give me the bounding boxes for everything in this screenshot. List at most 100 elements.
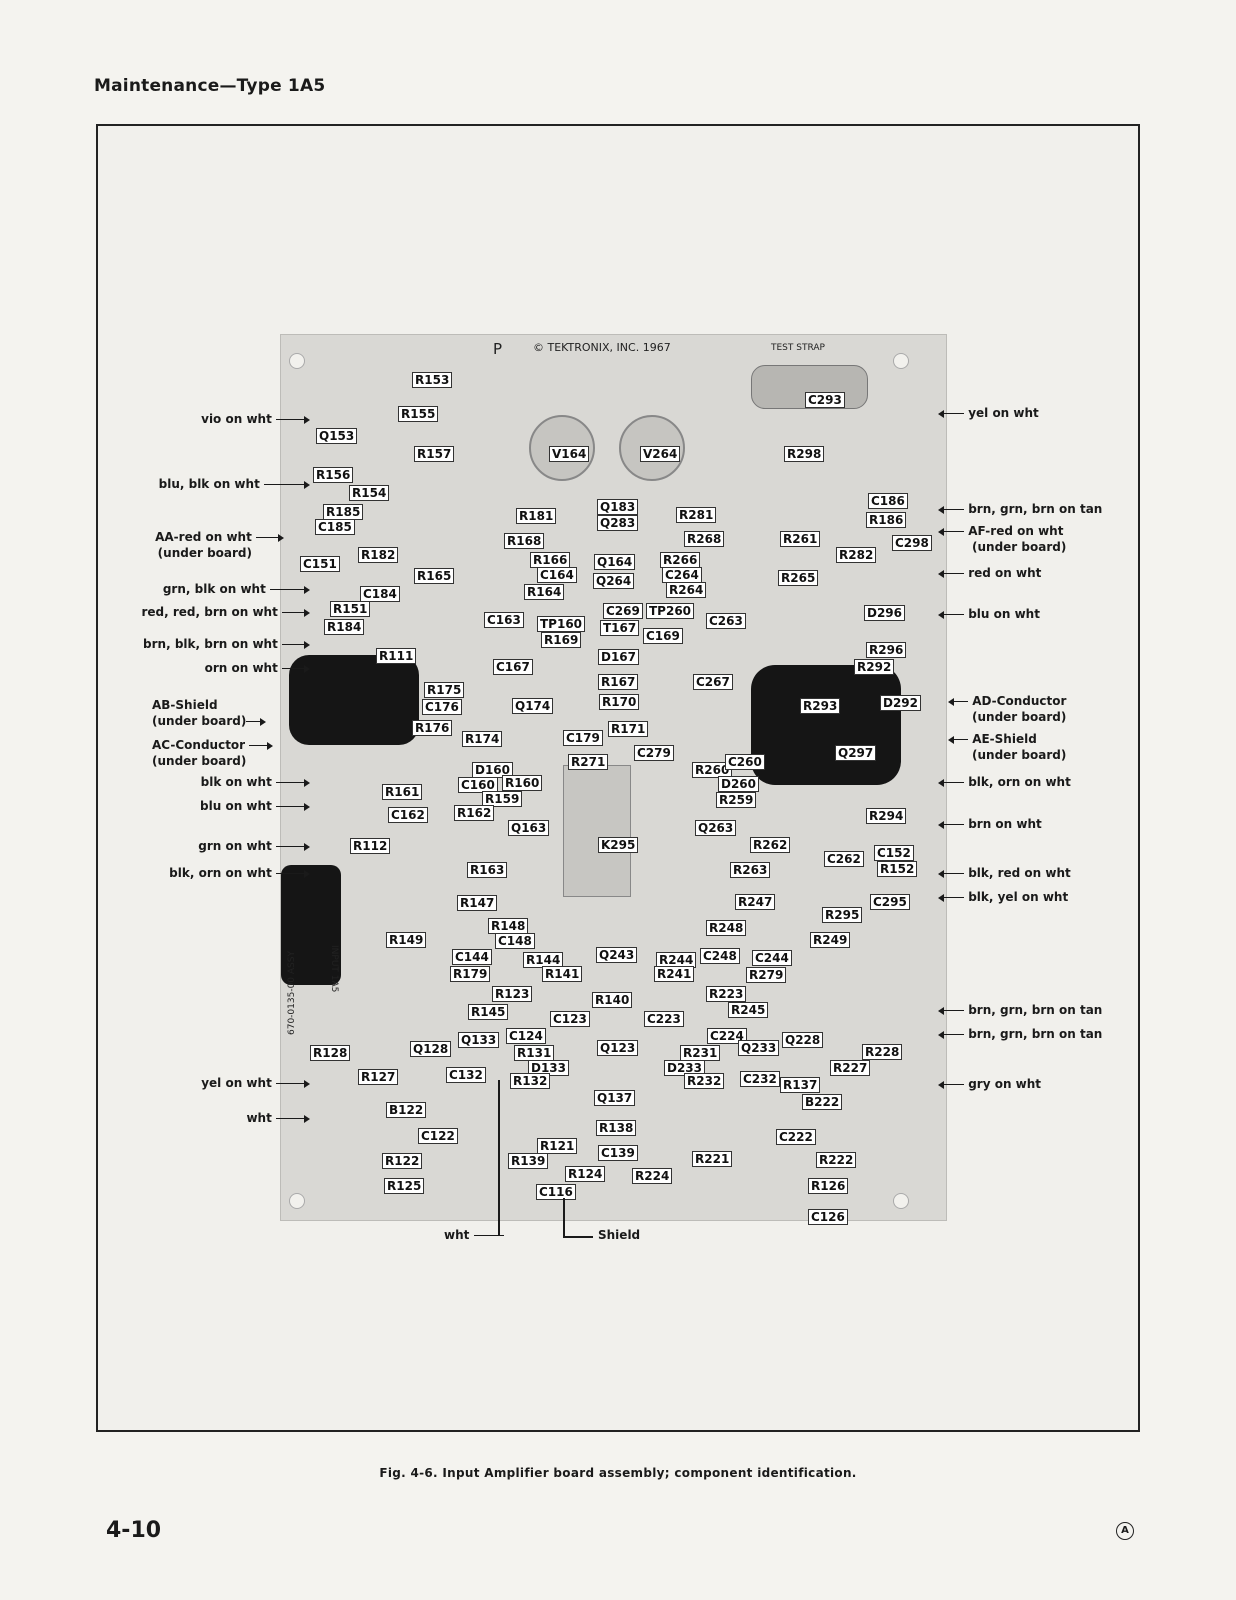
wire-label-right: blk, red on wht [938, 866, 1071, 880]
component-label-c123: C123 [550, 1011, 590, 1027]
wire-label-left: blu, blk on wht [100, 477, 310, 491]
component-label-r145: R145 [468, 1004, 509, 1020]
component-label-q128: Q128 [410, 1041, 452, 1057]
component-label-r186: R186 [866, 512, 907, 528]
component-label-r131: R131 [514, 1045, 555, 1061]
component-label-q297: Q297 [835, 745, 877, 761]
component-label-r151: R151 [330, 601, 371, 617]
component-label-c186: C186 [868, 493, 908, 509]
wire-label-left: blk on wht [140, 775, 310, 789]
component-label-q133: Q133 [458, 1032, 500, 1048]
component-label-q233: Q233 [738, 1040, 780, 1056]
component-label-c126: C126 [808, 1209, 848, 1225]
wire-label-left: yel on wht [140, 1076, 310, 1090]
component-label-q283: Q283 [597, 515, 639, 531]
wire-label-left: blk, orn on wht [120, 866, 310, 880]
component-label-r170: R170 [599, 694, 640, 710]
component-label-v264: V264 [640, 446, 681, 462]
component-label-r184: R184 [324, 619, 365, 635]
wire-label-left: (under board) [152, 754, 247, 768]
component-label-r127: R127 [358, 1069, 399, 1085]
component-label-q137: Q137 [594, 1090, 636, 1106]
component-label-r164: R164 [524, 584, 565, 600]
component-label-r247: R247 [735, 894, 776, 910]
component-label-c160: C160 [458, 777, 498, 793]
component-label-c151: C151 [300, 556, 340, 572]
wire-label-right: blk, orn on wht [938, 775, 1071, 789]
component-label-c293: C293 [805, 392, 845, 408]
wire-label-left: orn on wht [140, 661, 310, 675]
component-label-c244: C244 [752, 950, 792, 966]
component-label-r153: R153 [412, 372, 453, 388]
test-strap-label: TEST STRAP [771, 343, 825, 353]
wire-label-right: blu on wht [938, 607, 1040, 621]
circuit-board-photo: P © TEKTRONIX, INC. 1967 TEST STRAP 670-… [280, 334, 947, 1221]
component-label-t167: T167 [600, 620, 640, 636]
component-label-c232: C232 [740, 1071, 780, 1087]
component-label-r259: R259 [716, 792, 757, 808]
component-label-b122: B122 [386, 1102, 427, 1118]
component-label-r271: R271 [568, 754, 609, 770]
component-label-r121: R121 [537, 1138, 578, 1154]
component-label-r147: R147 [457, 895, 498, 911]
component-label-r227: R227 [830, 1060, 871, 1076]
component-label-c260: C260 [725, 754, 765, 770]
component-label-c176: C176 [422, 699, 462, 715]
component-label-r261: R261 [780, 531, 821, 547]
revision-mark: A [1116, 1522, 1134, 1540]
wire-label-left: blu on wht [140, 799, 310, 813]
component-label-r156: R156 [313, 467, 354, 483]
component-label-q183: Q183 [597, 499, 639, 515]
component-label-r231: R231 [680, 1045, 721, 1061]
component-label-r262: R262 [750, 837, 791, 853]
component-label-r111: R111 [376, 648, 417, 664]
wire-label-bottom: Shield [598, 1228, 641, 1242]
component-label-c269: C269 [603, 603, 643, 619]
component-label-c116: C116 [536, 1184, 576, 1200]
component-label-d292: D292 [880, 695, 922, 711]
component-label-q264: Q264 [593, 573, 635, 589]
input-label: INPUT 1A5 [329, 945, 339, 993]
component-label-r181: R181 [516, 508, 557, 524]
component-label-r140: R140 [592, 992, 633, 1008]
component-label-c184: C184 [360, 586, 400, 602]
component-label-r148: R148 [488, 918, 529, 934]
component-label-c279: C279 [634, 745, 674, 761]
component-label-r166: R166 [530, 552, 571, 568]
component-label-r295: R295 [822, 907, 863, 923]
component-label-r264: R264 [666, 582, 707, 598]
component-label-r223: R223 [706, 986, 747, 1002]
component-label-r161: R161 [382, 784, 423, 800]
component-label-r128: R128 [310, 1045, 351, 1061]
component-label-r185: R185 [323, 504, 364, 520]
component-label-r298: R298 [784, 446, 825, 462]
component-label-r122: R122 [382, 1153, 423, 1169]
component-label-r249: R249 [810, 932, 851, 948]
figure-caption: Fig. 4-6. Input Amplifier board assembly… [379, 1466, 857, 1480]
component-label-d133: D133 [528, 1060, 570, 1076]
component-label-d296: D296 [864, 605, 906, 621]
component-label-r144: R144 [523, 952, 564, 968]
component-label-c185: C185 [315, 519, 355, 535]
component-label-r123: R123 [492, 986, 533, 1002]
component-label-r149: R149 [386, 932, 427, 948]
component-label-r169: R169 [541, 632, 582, 648]
component-label-v164: V164 [549, 446, 590, 462]
component-label-r137: R137 [780, 1077, 821, 1093]
component-label-q164: Q164 [594, 554, 636, 570]
component-label-r167: R167 [598, 674, 639, 690]
component-label-q163: Q163 [508, 820, 550, 836]
component-label-r155: R155 [398, 406, 439, 422]
wire-label-left: grn on wht [140, 839, 310, 853]
component-label-c132: C132 [446, 1067, 486, 1083]
wire-label-right: gry on wht [938, 1077, 1041, 1091]
component-label-c222: C222 [776, 1129, 816, 1145]
wire-label-bottom: wht [444, 1228, 504, 1242]
component-label-r171: R171 [608, 721, 649, 737]
wire-label-right: brn, grn, brn on tan [938, 502, 1102, 516]
component-label-r263: R263 [730, 862, 771, 878]
component-label-r138: R138 [596, 1120, 637, 1136]
component-label-c264: C264 [662, 567, 702, 583]
component-label-q263: Q263 [695, 820, 737, 836]
wire-label-left: vio on wht [140, 412, 310, 426]
